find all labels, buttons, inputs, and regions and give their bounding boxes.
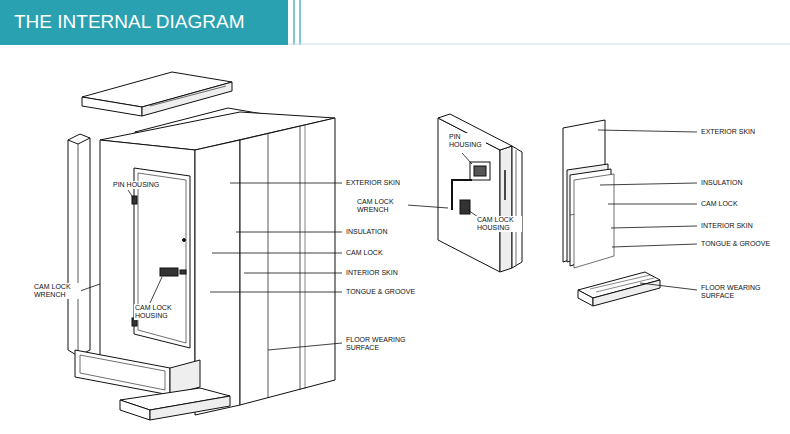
part-label: CAM LOCK HOUSING xyxy=(134,304,180,320)
part-label: TONGUE & GROOVE xyxy=(345,288,416,296)
page-title: THE INTERNAL DIAGRAM xyxy=(14,11,245,33)
leader-lines xyxy=(80,183,342,350)
part-label: FLOOR WEARING SURFACE xyxy=(700,284,766,300)
part-label: EXTERIOR SKIN xyxy=(345,179,401,187)
part-label: CAM LOCK WRENCH xyxy=(33,283,81,299)
part-label: CAM LOCK HOUSING xyxy=(476,216,522,232)
part-label: INTERIOR SKIN xyxy=(345,269,399,277)
banner-rule xyxy=(288,44,790,45)
part-label: CAM LOCK xyxy=(345,249,384,257)
leader-lines xyxy=(407,153,478,217)
cold-room-figure xyxy=(68,72,335,420)
part-label: EXTERIOR SKIN xyxy=(700,128,756,136)
part-label: PIN HOUSING xyxy=(112,181,160,189)
title-banner xyxy=(0,0,288,45)
part-label: TONGUE & GROOVE xyxy=(700,240,771,248)
part-label: CAM LOCK xyxy=(700,200,739,208)
part-label: INSULATION xyxy=(345,228,389,236)
panel-figure xyxy=(438,114,522,272)
part-label: FLOOR WEARING SURFACE xyxy=(345,336,411,352)
part-label: INSULATION xyxy=(700,179,744,187)
leader-lines xyxy=(598,130,697,290)
banner-stripe xyxy=(299,0,301,45)
part-label: CAM LOCK WRENCH xyxy=(356,198,408,214)
banner-stripe xyxy=(293,0,295,45)
part-label: PIN HOUSING xyxy=(448,133,486,149)
part-label: INTERIOR SKIN xyxy=(700,222,754,230)
panel-section-figure xyxy=(563,120,660,306)
